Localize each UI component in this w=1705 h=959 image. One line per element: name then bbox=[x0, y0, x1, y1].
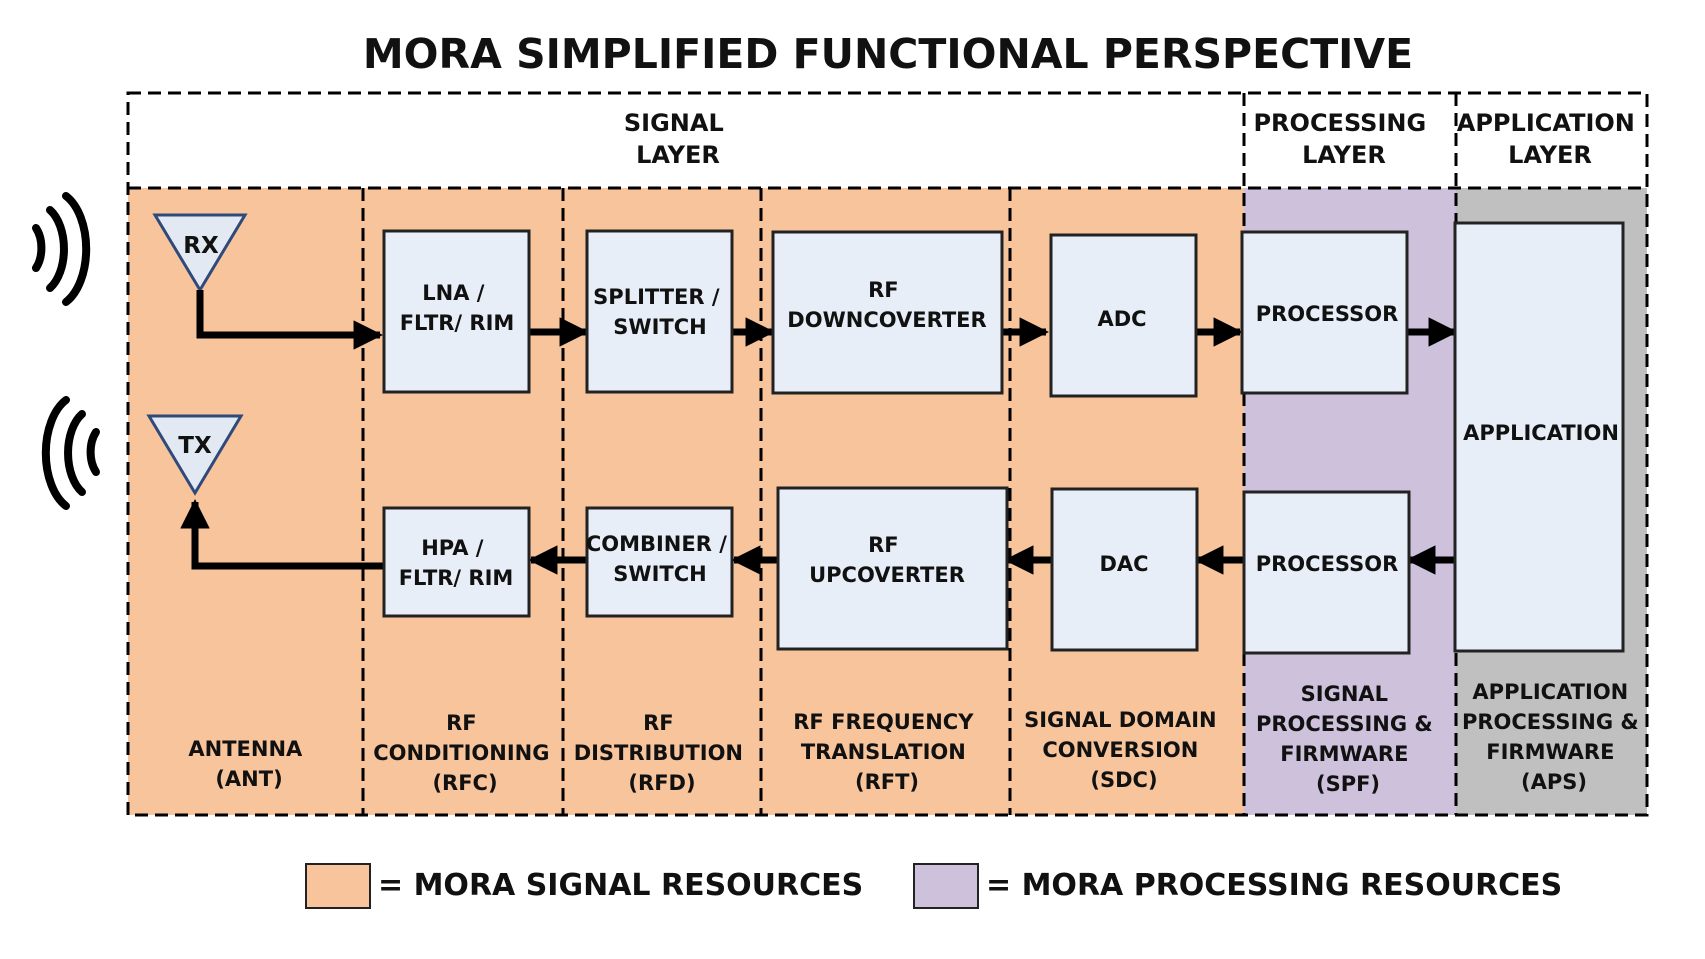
layer-frames bbox=[126, 91, 1649, 817]
signal-arrows bbox=[180, 290, 1458, 575]
arrow-hpa-to-tx bbox=[180, 499, 384, 570]
dac-block bbox=[1050, 487, 1199, 652]
function-blocks bbox=[382, 221, 1625, 655]
lna-block bbox=[382, 229, 531, 394]
segment-spf-label: SIGNAL PROCESSING & FIRMWARE (SPF) bbox=[1256, 682, 1440, 796]
splitter-block bbox=[585, 229, 734, 394]
hpa-label: HPA / FLTR/ RIM bbox=[399, 536, 514, 590]
processor-tx-label: PROCESSOR bbox=[1256, 552, 1399, 576]
legend-processing-swatch bbox=[913, 863, 979, 909]
legend-signal-swatch bbox=[305, 863, 371, 909]
tx-antenna-label: TX bbox=[178, 433, 212, 459]
segment-sdc-label: SIGNAL DOMAIN CONVERSION (SDC) bbox=[1024, 708, 1224, 792]
rx-wave-icon bbox=[32, 192, 91, 306]
tx-antenna bbox=[146, 414, 244, 496]
segment-rfd-label: RF DISTRIBUTION (RFD) bbox=[574, 711, 751, 795]
segment-aps-label: APPLICATION PROCESSING & FIRMWARE (APS) bbox=[1462, 680, 1646, 794]
downconverter-label: RF DOWNCOVERTER bbox=[787, 278, 986, 332]
rx-antenna-label: RX bbox=[183, 233, 219, 259]
hpa-block bbox=[382, 506, 531, 618]
application-label: APPLICATION bbox=[1463, 421, 1619, 445]
upconverter-block bbox=[776, 486, 1009, 651]
downconverter-block bbox=[771, 230, 1004, 395]
application-layer-label: APPLICATION LAYER bbox=[1457, 109, 1643, 169]
processor-rx-label: PROCESSOR bbox=[1256, 302, 1399, 326]
legend-signal-label: = MORA SIGNAL RESOURCES bbox=[378, 868, 863, 903]
arrow-rx-to-lna bbox=[196, 290, 383, 350]
combiner-label: COMBINER / SWITCH bbox=[586, 532, 734, 586]
upconverter-label: RF UPCOVERTER bbox=[809, 533, 965, 587]
adc-block bbox=[1049, 233, 1198, 398]
processing-layer-label: PROCESSING LAYER bbox=[1253, 109, 1434, 169]
dac-label: DAC bbox=[1099, 552, 1148, 576]
application-block bbox=[1453, 221, 1625, 653]
signal-layer-label: SIGNAL LAYER bbox=[624, 109, 732, 169]
processor-rx-block bbox=[1240, 230, 1409, 395]
page-title: MORA SIMPLIFIED FUNCTIONAL PERSPECTIVE bbox=[363, 30, 1413, 78]
adc-label: ADC bbox=[1097, 307, 1146, 331]
segment-ant-label: ANTENNA (ANT) bbox=[188, 737, 309, 791]
segment-rft-label: RF FREQUENCY TRANSLATION (RFT) bbox=[793, 710, 980, 794]
rx-antenna bbox=[152, 213, 248, 293]
combiner-block bbox=[585, 506, 734, 618]
legend-processing-label: = MORA PROCESSING RESOURCES bbox=[986, 868, 1562, 903]
tx-wave-icon bbox=[41, 396, 100, 510]
segment-rfc-label: RF CONDITIONING (RFC) bbox=[373, 711, 557, 795]
lna-label: LNA / FLTR/ RIM bbox=[400, 281, 515, 335]
splitter-label: SPLITTER / SWITCH bbox=[593, 285, 727, 339]
processor-tx-block bbox=[1242, 490, 1411, 655]
